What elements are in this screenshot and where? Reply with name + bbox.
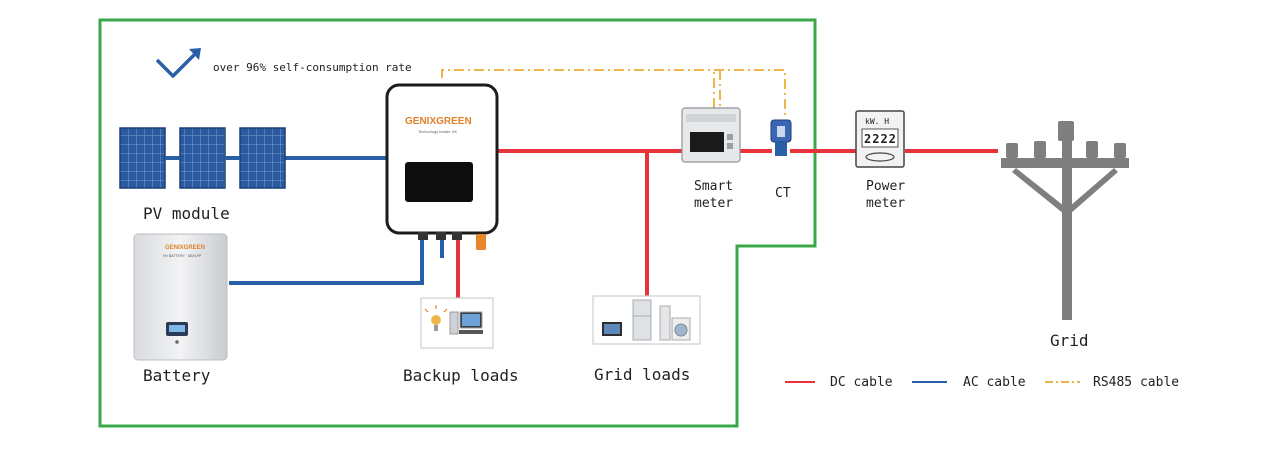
computer-icon [449, 311, 483, 335]
power-meter-label-2: meter [866, 196, 905, 211]
legend: DC cable AC cable RS485 cable [785, 375, 1179, 390]
solar-panel-icon [119, 127, 286, 189]
smart-meter-label-1: Smart [694, 179, 733, 194]
trend-up-icon [155, 48, 201, 78]
battery-brand: GENIXGREEN [165, 245, 205, 251]
power-meter-unit: kW. H [865, 117, 889, 126]
smart-meter-icon [681, 107, 741, 163]
backup-loads-label: Backup loads [403, 366, 519, 385]
battery-label: Battery [143, 366, 211, 385]
legend-dc: DC cable [830, 375, 893, 390]
lamp-icon [424, 305, 448, 331]
smart-meter-label-2: meter [694, 196, 733, 211]
battery-model: HV BATTERY · 48V/LFP [163, 254, 202, 258]
rs485-cable [441, 69, 786, 118]
power-meter-icon [855, 110, 905, 168]
power-meter-digits: 2222 [864, 132, 897, 146]
ct-label: CT [775, 186, 791, 201]
battery-icon [133, 233, 228, 361]
headline: over 96% self-consumption rate [213, 61, 412, 74]
pv-module-label: PV module [143, 204, 230, 223]
dc-cables [456, 149, 998, 300]
house-boundary [98, 18, 817, 428]
inverter-brand: GENIXGREEN [405, 116, 472, 127]
grid-loads-label: Grid loads [594, 365, 690, 384]
legend-ac: AC cable [963, 375, 1026, 390]
ct-clamp-icon [770, 119, 792, 156]
legend-rs485: RS485 cable [1093, 375, 1179, 390]
grid-label: Grid [1050, 331, 1089, 350]
inverter-tagline: Technology leader UK [418, 129, 457, 134]
inverter-icon [385, 83, 499, 250]
power-meter-label-1: Power [866, 179, 905, 194]
appliances-icon [602, 299, 691, 341]
utility-pole-icon [1001, 121, 1129, 320]
